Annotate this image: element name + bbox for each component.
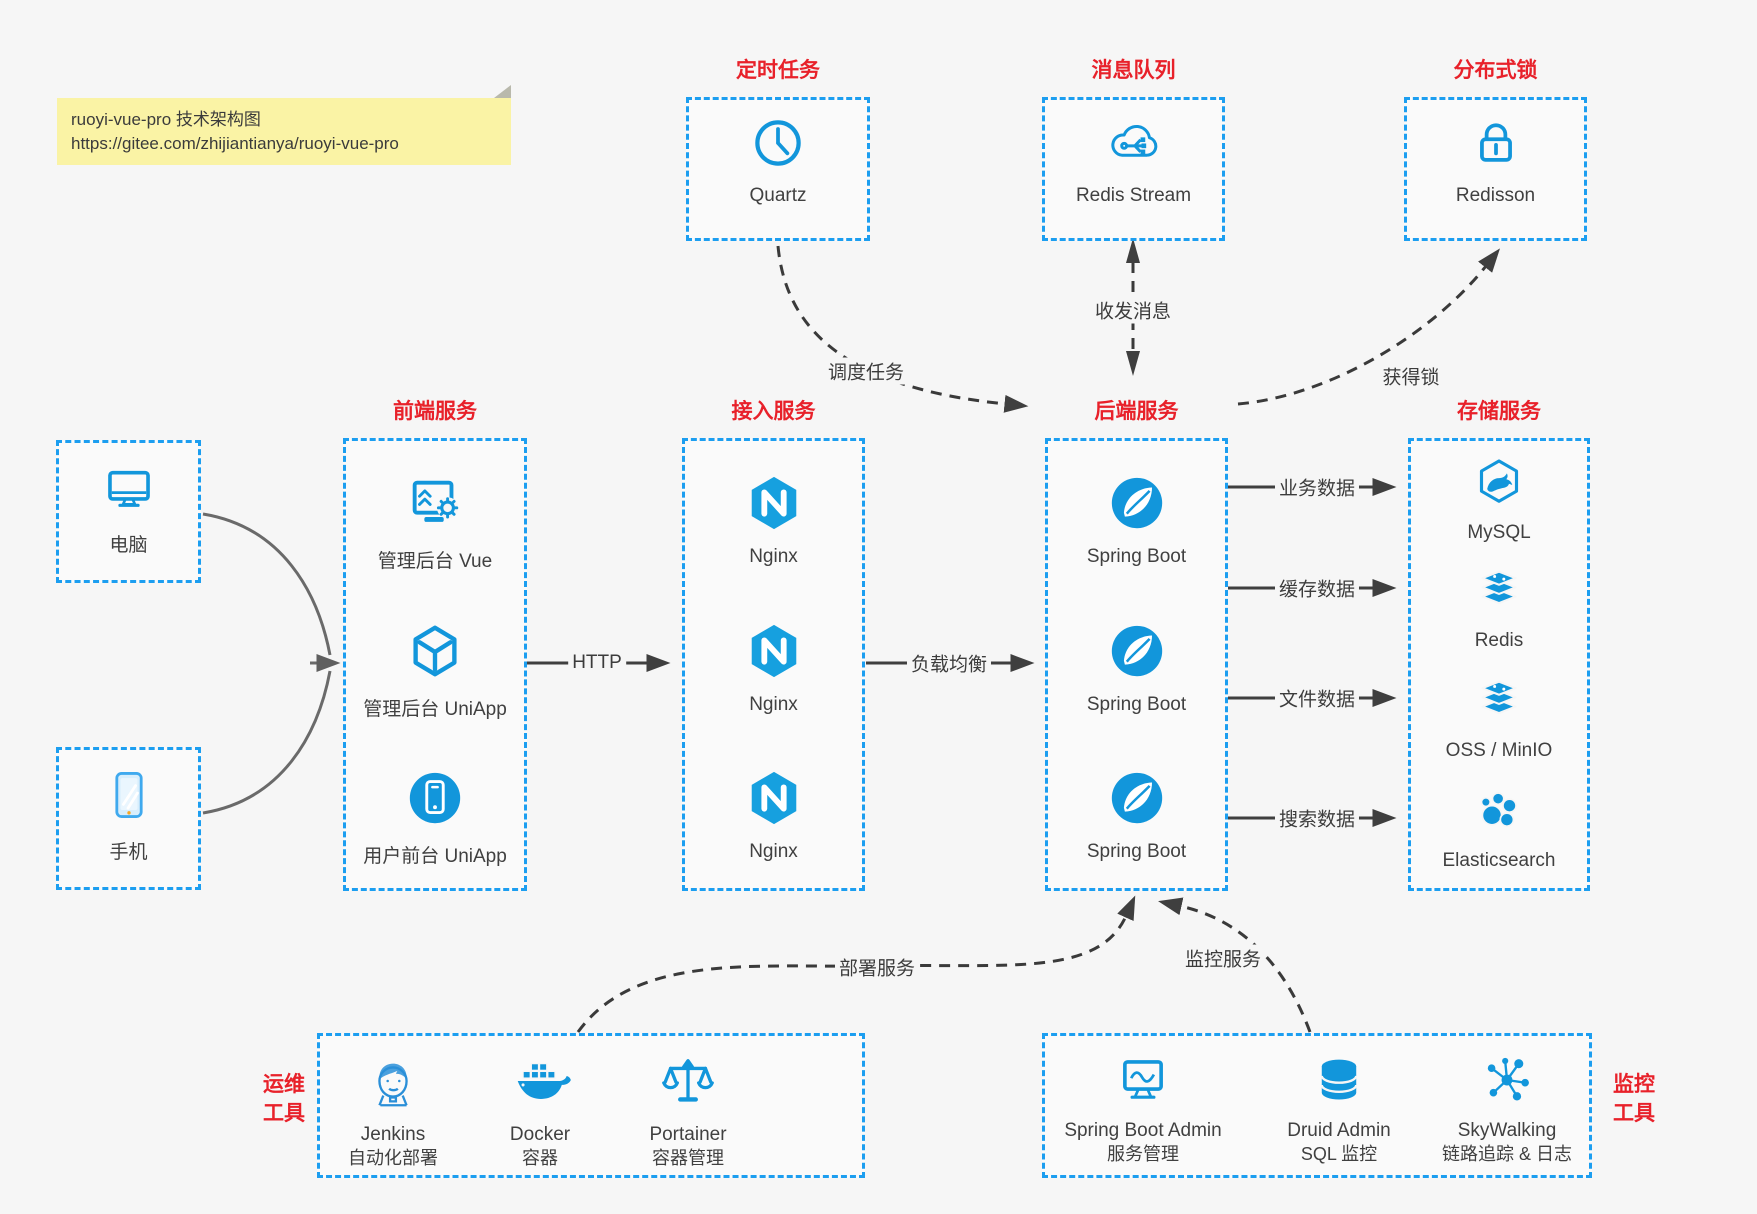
- node-label-redisson: Redisson: [1455, 185, 1536, 206]
- tool-desc-skywalking: 链路追踪 & 日志: [1441, 1144, 1572, 1164]
- edge-label-business-data: 业务数据: [1274, 473, 1360, 501]
- edge-label-deploy: 部署服务: [834, 953, 920, 981]
- smartphone-icon: [99, 765, 159, 825]
- monitoring-tools-title: 监控 工具: [1613, 1073, 1655, 1125]
- tool-label-skywalking: SkyWalking: [1457, 1120, 1557, 1141]
- user-app-icon: [404, 767, 466, 829]
- ops-tools-title: 运维 工具: [263, 1073, 305, 1125]
- tool-label-docker: Docker: [509, 1124, 571, 1145]
- tool-label-portainer: Portainer: [649, 1124, 727, 1145]
- group-distributed-lock: 分布式锁 Redisson: [1404, 59, 1587, 241]
- docker-icon: [509, 1062, 571, 1117]
- edge-label-search-data: 搜索数据: [1274, 804, 1360, 832]
- node-label-admin-vue: 管理后台 Vue: [377, 551, 493, 572]
- group-message-queue: 消息队列 Redis Stream: [1042, 59, 1225, 241]
- spring-boot-admin-icon: [1114, 1060, 1172, 1113]
- edge-pc-to-frontend: [202, 512, 332, 656]
- nginx-icon: [743, 620, 805, 682]
- edge-label-send-receive: 收发消息: [1090, 296, 1176, 324]
- edge-label-http: HTTP: [568, 652, 626, 674]
- elasticsearch-icon: [1471, 782, 1527, 838]
- node-label-redis-stream: Redis Stream: [1075, 185, 1192, 206]
- druid-icon: [1310, 1058, 1368, 1113]
- edge-label-cache-data: 缓存数据: [1274, 574, 1360, 602]
- portainer-icon: [657, 1100, 719, 1117]
- node-label-oss-minio: OSS / MinIO: [1445, 740, 1553, 761]
- group-title-storage: 存储服务: [1457, 400, 1541, 423]
- group-client-mobile: 手机: [56, 747, 201, 890]
- edge-label-load-balance: 负载均衡: [906, 649, 992, 677]
- tool-label-spring-boot-admin: Spring Boot Admin: [1064, 1120, 1222, 1141]
- edge-send-receive-arrow-up: [1126, 238, 1140, 263]
- nginx-icon: [743, 767, 805, 829]
- nginx-icon: [743, 472, 805, 534]
- node-label-mysql: MySQL: [1467, 522, 1531, 543]
- jenkins-icon: [362, 1062, 424, 1117]
- node-label-springboot-2: Spring Boot: [1086, 694, 1187, 715]
- edge-label-schedule: 调度任务: [823, 357, 909, 385]
- edge-send-receive-arrow-down: [1126, 351, 1140, 376]
- edge-acquire-lock: [1237, 248, 1501, 406]
- node-label-pc: 电脑: [109, 535, 148, 556]
- group-scheduled-task: 定时任务 Quartz: [686, 59, 870, 241]
- note-fold-corner: [494, 85, 511, 98]
- redis-icon: [1471, 562, 1527, 618]
- edge-label-file-data: 文件数据: [1274, 684, 1360, 712]
- node-label-springboot-3: Spring Boot: [1086, 841, 1187, 862]
- clock-icon: [748, 113, 808, 173]
- mysql-icon: [1471, 454, 1527, 510]
- desktop-icon: [100, 460, 158, 518]
- group-title-backend: 后端服务: [1094, 400, 1179, 423]
- group-ops-tools: Jenkins 自动化部署 Docker 容器 Portainer 容器管理: [317, 1033, 865, 1178]
- spring-icon: [1106, 472, 1168, 534]
- node-label-springboot-1: Spring Boot: [1086, 546, 1187, 567]
- edge-label-monitor: 监控服务: [1180, 944, 1266, 972]
- group-storage: 存储服务 MySQL Redis OSS / MinIO Elasticsear…: [1408, 400, 1590, 891]
- group-backend: 后端服务 Spring Boot Spring Boot Spring Boot: [1045, 400, 1228, 891]
- skywalking-icon: [1478, 1056, 1536, 1113]
- group-gateway: 接入服务 Nginx Nginx Nginx: [682, 400, 865, 891]
- node-label-admin-uniapp: 管理后台 UniApp: [363, 699, 507, 720]
- tool-desc-docker: 容器: [522, 1148, 558, 1168]
- node-label-quartz: Quartz: [749, 185, 807, 206]
- node-label-elasticsearch: Elasticsearch: [1442, 850, 1556, 871]
- group-title-frontend: 前端服务: [393, 400, 477, 423]
- spring-icon: [1106, 767, 1168, 829]
- node-label-mobile: 手机: [109, 842, 148, 863]
- node-label-redis: Redis: [1474, 630, 1524, 651]
- cloud-mq-icon: [1104, 113, 1164, 173]
- tool-label-druid-admin: Druid Admin: [1287, 1120, 1391, 1141]
- tool-desc-jenkins: 自动化部署: [348, 1148, 438, 1168]
- spring-icon: [1106, 620, 1168, 682]
- lock-icon: [1466, 113, 1526, 173]
- note-url: https://gitee.com/zhijiantianya/ruoyi-vu…: [71, 134, 399, 153]
- sticky-note: ruoyi-vue-pro 技术架构图 https://gitee.com/zh…: [57, 85, 511, 165]
- node-label-nginx-2: Nginx: [749, 694, 798, 715]
- group-client-pc: 电脑: [56, 440, 201, 583]
- oss-icon: [1471, 672, 1527, 728]
- tool-desc-portainer: 容器管理: [652, 1148, 724, 1168]
- node-label-nginx-1: Nginx: [749, 546, 798, 567]
- group-title-message-queue: 消息队列: [1091, 59, 1176, 82]
- edge-mobile-to-frontend: [202, 670, 332, 815]
- edge-label-acquire-lock: 获得锁: [1378, 362, 1444, 390]
- group-monitoring-tools: Spring Boot Admin 服务管理 Druid Admin SQL 监…: [1042, 1033, 1592, 1178]
- tool-desc-druid-admin: SQL 监控: [1300, 1144, 1378, 1164]
- group-title-distributed-lock: 分布式锁: [1453, 59, 1538, 82]
- tool-label-jenkins: Jenkins: [360, 1124, 426, 1145]
- group-frontend: 前端服务 管理后台 Vue 管理后台 UniApp 用户前台 UniApp: [343, 400, 527, 891]
- group-title-scheduled-task: 定时任务: [736, 59, 820, 82]
- node-label-nginx-3: Nginx: [749, 841, 798, 862]
- group-title-gateway: 接入服务: [731, 400, 816, 423]
- node-label-user-uniapp: 用户前台 UniApp: [363, 846, 507, 867]
- uniapp-cube-icon: [404, 620, 466, 682]
- note-title: ruoyi-vue-pro 技术架构图: [71, 110, 261, 129]
- admin-vue-icon: [404, 472, 466, 534]
- tool-desc-spring-boot-admin: 服务管理: [1107, 1144, 1179, 1164]
